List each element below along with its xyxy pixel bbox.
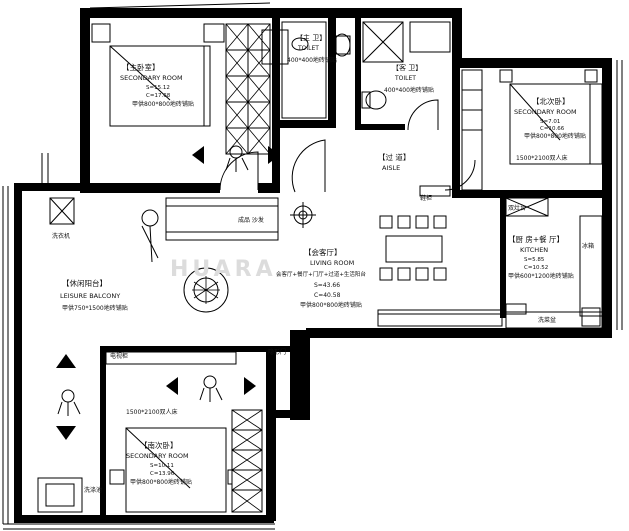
tv-cabinet-label: 电视柜 <box>110 352 128 360</box>
toilet-guest-en: TOILET <box>394 75 416 82</box>
living-floor: 甲供800*800地砖铺贴 <box>300 301 362 309</box>
wall-left-second <box>452 60 460 195</box>
kitchen-floor: 甲供600*1200地砖铺贴 <box>508 272 574 280</box>
wall-master-right <box>272 18 280 193</box>
shoe-cabinet-label: 鞋柜 <box>420 194 432 202</box>
wall-top-balcony <box>18 183 82 191</box>
wall-south-right <box>266 346 276 521</box>
wall-guest-toilet-left <box>355 18 361 130</box>
wall-toilet-bottom <box>280 120 336 128</box>
wall-top-master <box>80 8 352 18</box>
kitchen-counters <box>505 197 603 329</box>
master-area: S=15.12 <box>146 85 170 91</box>
toilet-guest-floor: 400*400地砖铺贴 <box>384 86 434 94</box>
kitchen-en: KITCHEN <box>520 246 548 254</box>
wall-left-balcony <box>14 183 22 523</box>
south-perim: C=13.96 <box>150 471 175 477</box>
kitchen-name: 【厨 房+餐 厅】 <box>508 234 564 244</box>
wall-bottom-master-left <box>80 183 220 193</box>
dining-table <box>379 215 447 281</box>
sofa-label: 成品 沙发 <box>238 216 264 224</box>
master-wardrobe <box>91 23 271 155</box>
wall-top-toilet <box>352 8 462 18</box>
person-icons <box>57 145 249 416</box>
wall-guest-toilet-right <box>452 8 462 68</box>
living-perim: C=40.58 <box>314 292 341 299</box>
south-name: 【南次卧】 <box>140 440 178 450</box>
living-room-furniture <box>141 185 503 327</box>
wall-right-second <box>602 58 612 208</box>
balcony-fixtures <box>37 197 263 513</box>
second-en: SECONDARY ROOM <box>514 108 577 116</box>
south-bed: 1500*2100双人床 <box>126 408 178 416</box>
wall-guest-toilet-bottom <box>355 124 405 130</box>
wall-left-master <box>80 8 90 193</box>
wash-tub-label: 洗涤池 <box>84 486 102 494</box>
wall-south-notch <box>290 330 310 420</box>
wall-bottom-living <box>306 328 612 338</box>
aisle-en: AISLE <box>382 164 400 172</box>
living-name: 【会客厅】 <box>304 247 342 257</box>
wall-kitchen-right <box>602 198 612 328</box>
arrow-up-icon <box>56 354 76 368</box>
south-area: S=10.11 <box>150 463 174 469</box>
toilet-main-floor: 400*400地砖铺贴 <box>287 56 337 64</box>
aisle-name: 【过 道】 <box>378 152 410 162</box>
wall-bottom-balcony <box>14 515 274 523</box>
hidden-door-label: 隐形门 <box>268 348 286 356</box>
arrow-right-icon <box>244 377 256 395</box>
wall-bottom-master-right <box>258 183 276 193</box>
toilet-main-name: 【主 卫】 <box>296 33 326 42</box>
living-note: 会客厅+餐厅+门厅+过道+生活阳台 <box>276 270 366 278</box>
south-en: SECONDARY ROOM <box>126 452 189 460</box>
balcony-name: 【休闲阳台】 <box>62 278 107 288</box>
balcony-floor: 甲供750*1500地砖铺贴 <box>62 304 128 312</box>
arrow-left-icon <box>192 146 204 164</box>
second-floor: 甲供800*800地砖铺贴 <box>524 132 586 140</box>
south-floor: 甲供800*800地砖铺贴 <box>130 478 192 486</box>
wall-south-top <box>100 346 290 352</box>
master-perim: C=17.68 <box>146 93 171 99</box>
master-floor: 甲供800*800地砖铺贴 <box>132 100 194 108</box>
wall-top-second <box>452 58 612 68</box>
toilet-main-en: TOILET <box>297 45 319 52</box>
second-name: 【北次卧】 <box>532 96 570 106</box>
kitchen-perim: C=10.52 <box>524 265 548 271</box>
master-name: 【主卧室】 <box>122 62 160 72</box>
arrow-right-icon <box>268 146 280 164</box>
living-en: LIVING ROOM <box>310 259 354 267</box>
living-area: S=43.66 <box>314 282 340 289</box>
second-area: S=7.01 <box>540 119 560 125</box>
wall-toilet-divider <box>328 18 336 128</box>
toilet-guest-name: 【客 卫】 <box>392 63 422 72</box>
wall-bottom-second <box>452 190 612 198</box>
walls <box>14 8 612 523</box>
fridge-label: 冰箱 <box>582 242 594 250</box>
second-bed: 1500*2100双人床 <box>516 154 568 162</box>
toilet-fixtures <box>261 21 451 119</box>
second-perim: C=10.66 <box>540 126 565 132</box>
wall-kitchen-left <box>500 198 506 318</box>
second-bedroom-furniture <box>461 69 603 191</box>
watermark: HUARA <box>170 257 277 282</box>
wall-south-left <box>100 350 106 520</box>
kitchen-area: S=5.85 <box>524 257 545 263</box>
arrow-left-icon <box>166 377 178 395</box>
washer-label: 洗衣机 <box>52 232 70 240</box>
arrow-down-icon <box>56 426 76 440</box>
sink-label: 洗菜盆 <box>538 316 556 324</box>
stove-label: 双灶台 <box>508 204 526 212</box>
wall-south-step <box>266 410 310 418</box>
balcony-en: LEISURE BALCONY <box>60 292 120 300</box>
master-en: SECONDARY ROOM <box>120 74 183 82</box>
direction-arrows <box>56 146 280 440</box>
